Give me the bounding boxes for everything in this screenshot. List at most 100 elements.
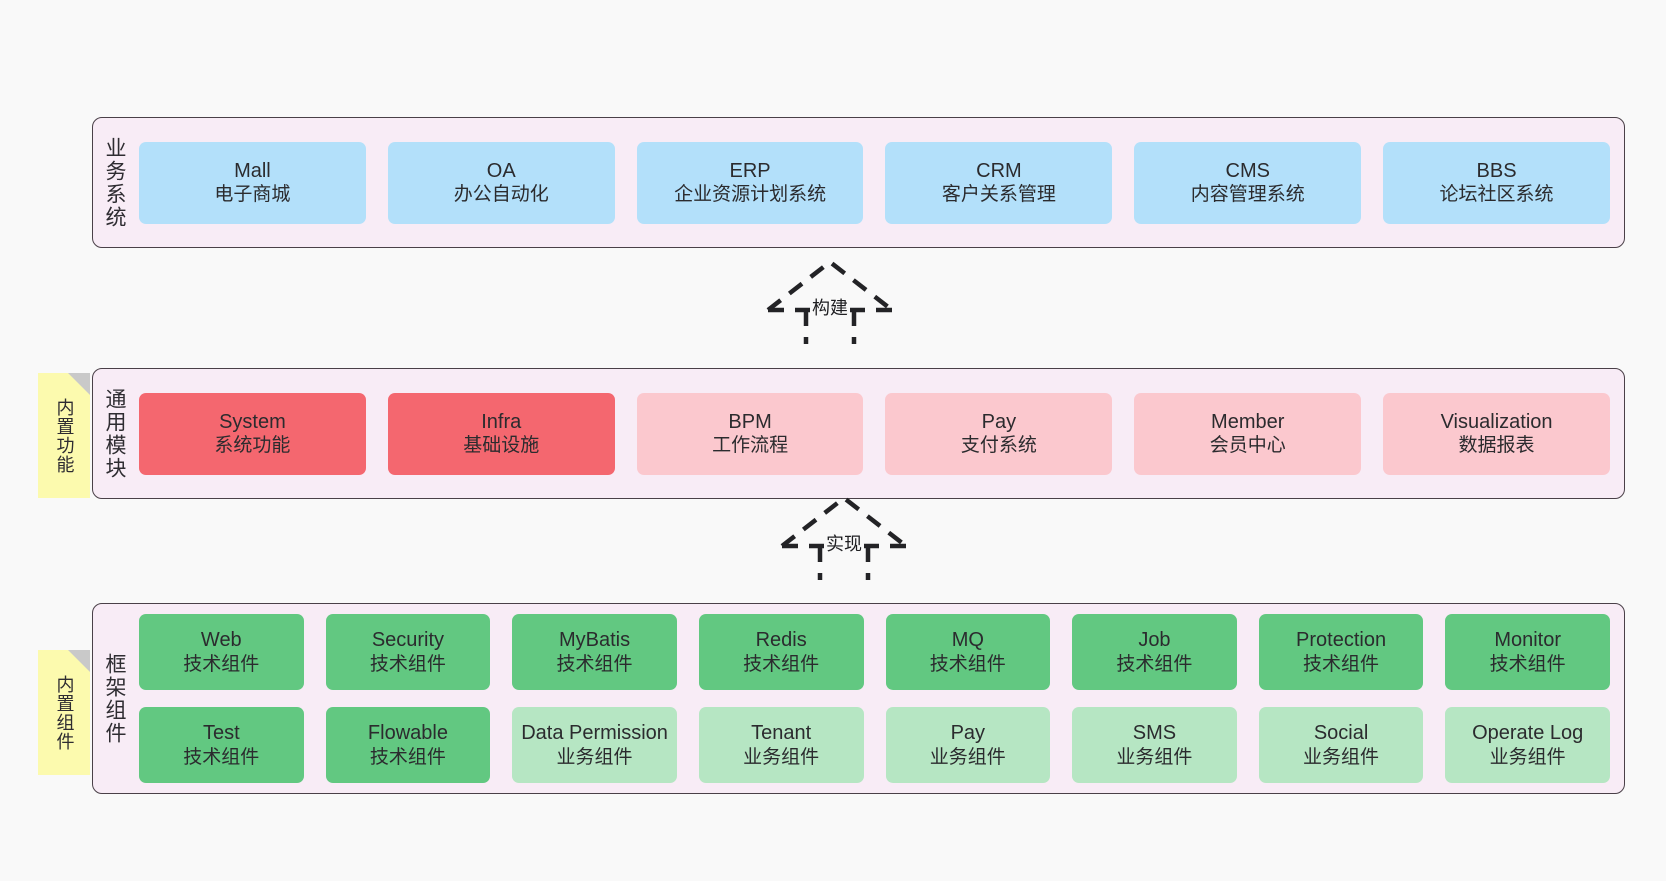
card-desc: 技术组件	[1489, 653, 1566, 675]
framework-row-2: Test 技术组件 Flowable 技术组件 Data Permission …	[139, 707, 1610, 783]
connector-implement-label: 实现	[824, 530, 864, 556]
card-web[interactable]: Web 技术组件	[139, 614, 304, 690]
card-data-permission[interactable]: Data Permission 业务组件	[512, 707, 677, 783]
card-desc: 技术组件	[1116, 653, 1193, 675]
sticky-note-builtin-features: 内置功能	[38, 373, 90, 498]
note-fold-corner-icon	[68, 650, 90, 672]
card-title: Infra	[481, 410, 522, 433]
card-title: BPM	[728, 410, 772, 433]
card-desc: 业务组件	[1116, 746, 1193, 768]
card-desc: 业务组件	[929, 746, 1006, 768]
card-desc: 技术组件	[369, 746, 446, 768]
card-desc: 内容管理系统	[1190, 184, 1305, 206]
card-redis[interactable]: Redis 技术组件	[698, 614, 864, 690]
card-visualization[interactable]: Visualization 数据报表	[1383, 392, 1610, 475]
card-title: Job	[1138, 629, 1171, 652]
card-pay-component[interactable]: Pay 业务组件	[885, 707, 1051, 783]
card-operate-log[interactable]: Operate Log 业务组件	[1445, 707, 1610, 783]
arrow-shaft	[817, 546, 871, 580]
card-desc: 业务组件	[556, 746, 633, 768]
business-row-1: Mall 电子商城 OA 办公自动化 ERP 企业资源计划系统 CRM 客户关系…	[139, 141, 1610, 224]
card-bpm[interactable]: BPM 工作流程	[636, 392, 864, 475]
card-desc: 支付系统	[960, 435, 1037, 457]
note-fold-corner-icon	[68, 373, 90, 395]
card-title: Flowable	[367, 722, 448, 745]
card-desc: 基础设施	[463, 435, 540, 457]
card-title: Monitor	[1494, 629, 1562, 652]
card-job[interactable]: Job 技术组件	[1072, 614, 1237, 690]
layer-body-framework: Web 技术组件 Security 技术组件 MyBatis 技术组件 Redi…	[135, 604, 1624, 793]
card-infra[interactable]: Infra 基础设施	[387, 392, 615, 475]
card-desc: 工作流程	[712, 435, 789, 457]
card-pay-module[interactable]: Pay 支付系统	[885, 392, 1113, 475]
modules-row-1: System 系统功能 Infra 基础设施 BPM 工作流程 Pay 支付系统…	[139, 392, 1610, 475]
card-title: Protection	[1296, 629, 1387, 652]
card-title: Mall	[234, 159, 271, 182]
card-desc: 论坛社区系统	[1439, 184, 1554, 206]
card-title: Redis	[755, 629, 807, 652]
card-desc: 技术组件	[556, 653, 633, 675]
card-bbs[interactable]: BBS 论坛社区系统	[1383, 141, 1610, 224]
card-title: Member	[1211, 410, 1285, 433]
card-desc: 系统功能	[214, 435, 291, 457]
card-title: CRM	[976, 159, 1022, 182]
card-erp[interactable]: ERP 企业资源计划系统	[636, 141, 864, 224]
card-desc: 技术组件	[1303, 653, 1380, 675]
card-monitor[interactable]: Monitor 技术组件	[1445, 614, 1610, 690]
card-social[interactable]: Social 业务组件	[1258, 707, 1424, 783]
card-cms[interactable]: CMS 内容管理系统	[1134, 141, 1362, 224]
framework-row-1: Web 技术组件 Security 技术组件 MyBatis 技术组件 Redi…	[139, 614, 1610, 690]
card-desc: 技术组件	[369, 653, 446, 675]
card-title: Pay	[950, 722, 986, 745]
card-mq[interactable]: MQ 技术组件	[885, 614, 1051, 690]
card-desc: 企业资源计划系统	[674, 184, 827, 206]
card-desc: 办公自动化	[453, 184, 549, 206]
card-desc: 业务组件	[1303, 746, 1380, 768]
card-member[interactable]: Member 会员中心	[1134, 392, 1362, 475]
layer-title-business: 业务系统	[103, 136, 127, 229]
card-title: Pay	[981, 410, 1017, 433]
layer-framework-components: 框架组件 Web 技术组件 Security 技术组件 MyBatis 技术组件…	[92, 603, 1625, 794]
layer-title-modules: 通用模块	[103, 387, 127, 480]
arrow-shaft	[803, 310, 857, 344]
card-title: Tenant	[751, 722, 812, 745]
card-title: MQ	[951, 629, 984, 652]
card-desc: 数据报表	[1458, 435, 1535, 457]
layer-common-modules: 通用模块 System 系统功能 Infra 基础设施 BPM 工作流程 Pay…	[92, 368, 1625, 499]
card-title: Security	[371, 629, 445, 652]
card-security[interactable]: Security 技术组件	[325, 614, 491, 690]
card-title: BBS	[1476, 159, 1517, 182]
card-desc: 技术组件	[183, 746, 260, 768]
card-title: OA	[486, 159, 516, 182]
card-protection[interactable]: Protection 技术组件	[1258, 614, 1424, 690]
card-title: Web	[200, 629, 242, 652]
connector-build: 构建	[760, 256, 900, 344]
card-crm[interactable]: CRM 客户关系管理	[885, 141, 1113, 224]
card-mall[interactable]: Mall 电子商城	[139, 141, 366, 224]
card-title: Test	[202, 722, 240, 745]
card-flowable[interactable]: Flowable 技术组件	[325, 707, 491, 783]
card-title: Social	[1313, 722, 1369, 745]
card-mybatis[interactable]: MyBatis 技术组件	[512, 614, 677, 690]
card-title: System	[219, 410, 286, 433]
card-desc: 业务组件	[743, 746, 820, 768]
card-desc: 客户关系管理	[941, 184, 1056, 206]
card-tenant[interactable]: Tenant 业务组件	[698, 707, 864, 783]
sticky-note-label: 内置功能	[54, 397, 75, 474]
card-title: Operate Log	[1472, 722, 1584, 745]
card-desc: 技术组件	[929, 653, 1006, 675]
card-system[interactable]: System 系统功能	[139, 392, 366, 475]
layer-business-system: 业务系统 Mall 电子商城 OA 办公自动化 ERP 企业资源计划系统 CRM…	[92, 117, 1625, 248]
card-desc: 技术组件	[743, 653, 820, 675]
sticky-note-builtin-components: 内置组件	[38, 650, 90, 775]
card-oa[interactable]: OA 办公自动化	[387, 141, 615, 224]
card-title: CMS	[1225, 159, 1270, 182]
card-title: Visualization	[1440, 410, 1553, 433]
card-desc: 技术组件	[183, 653, 260, 675]
card-test[interactable]: Test 技术组件	[139, 707, 304, 783]
card-title: MyBatis	[559, 629, 631, 652]
connector-implement: 实现	[774, 492, 914, 580]
card-sms[interactable]: SMS 业务组件	[1072, 707, 1237, 783]
card-title: SMS	[1132, 722, 1177, 745]
